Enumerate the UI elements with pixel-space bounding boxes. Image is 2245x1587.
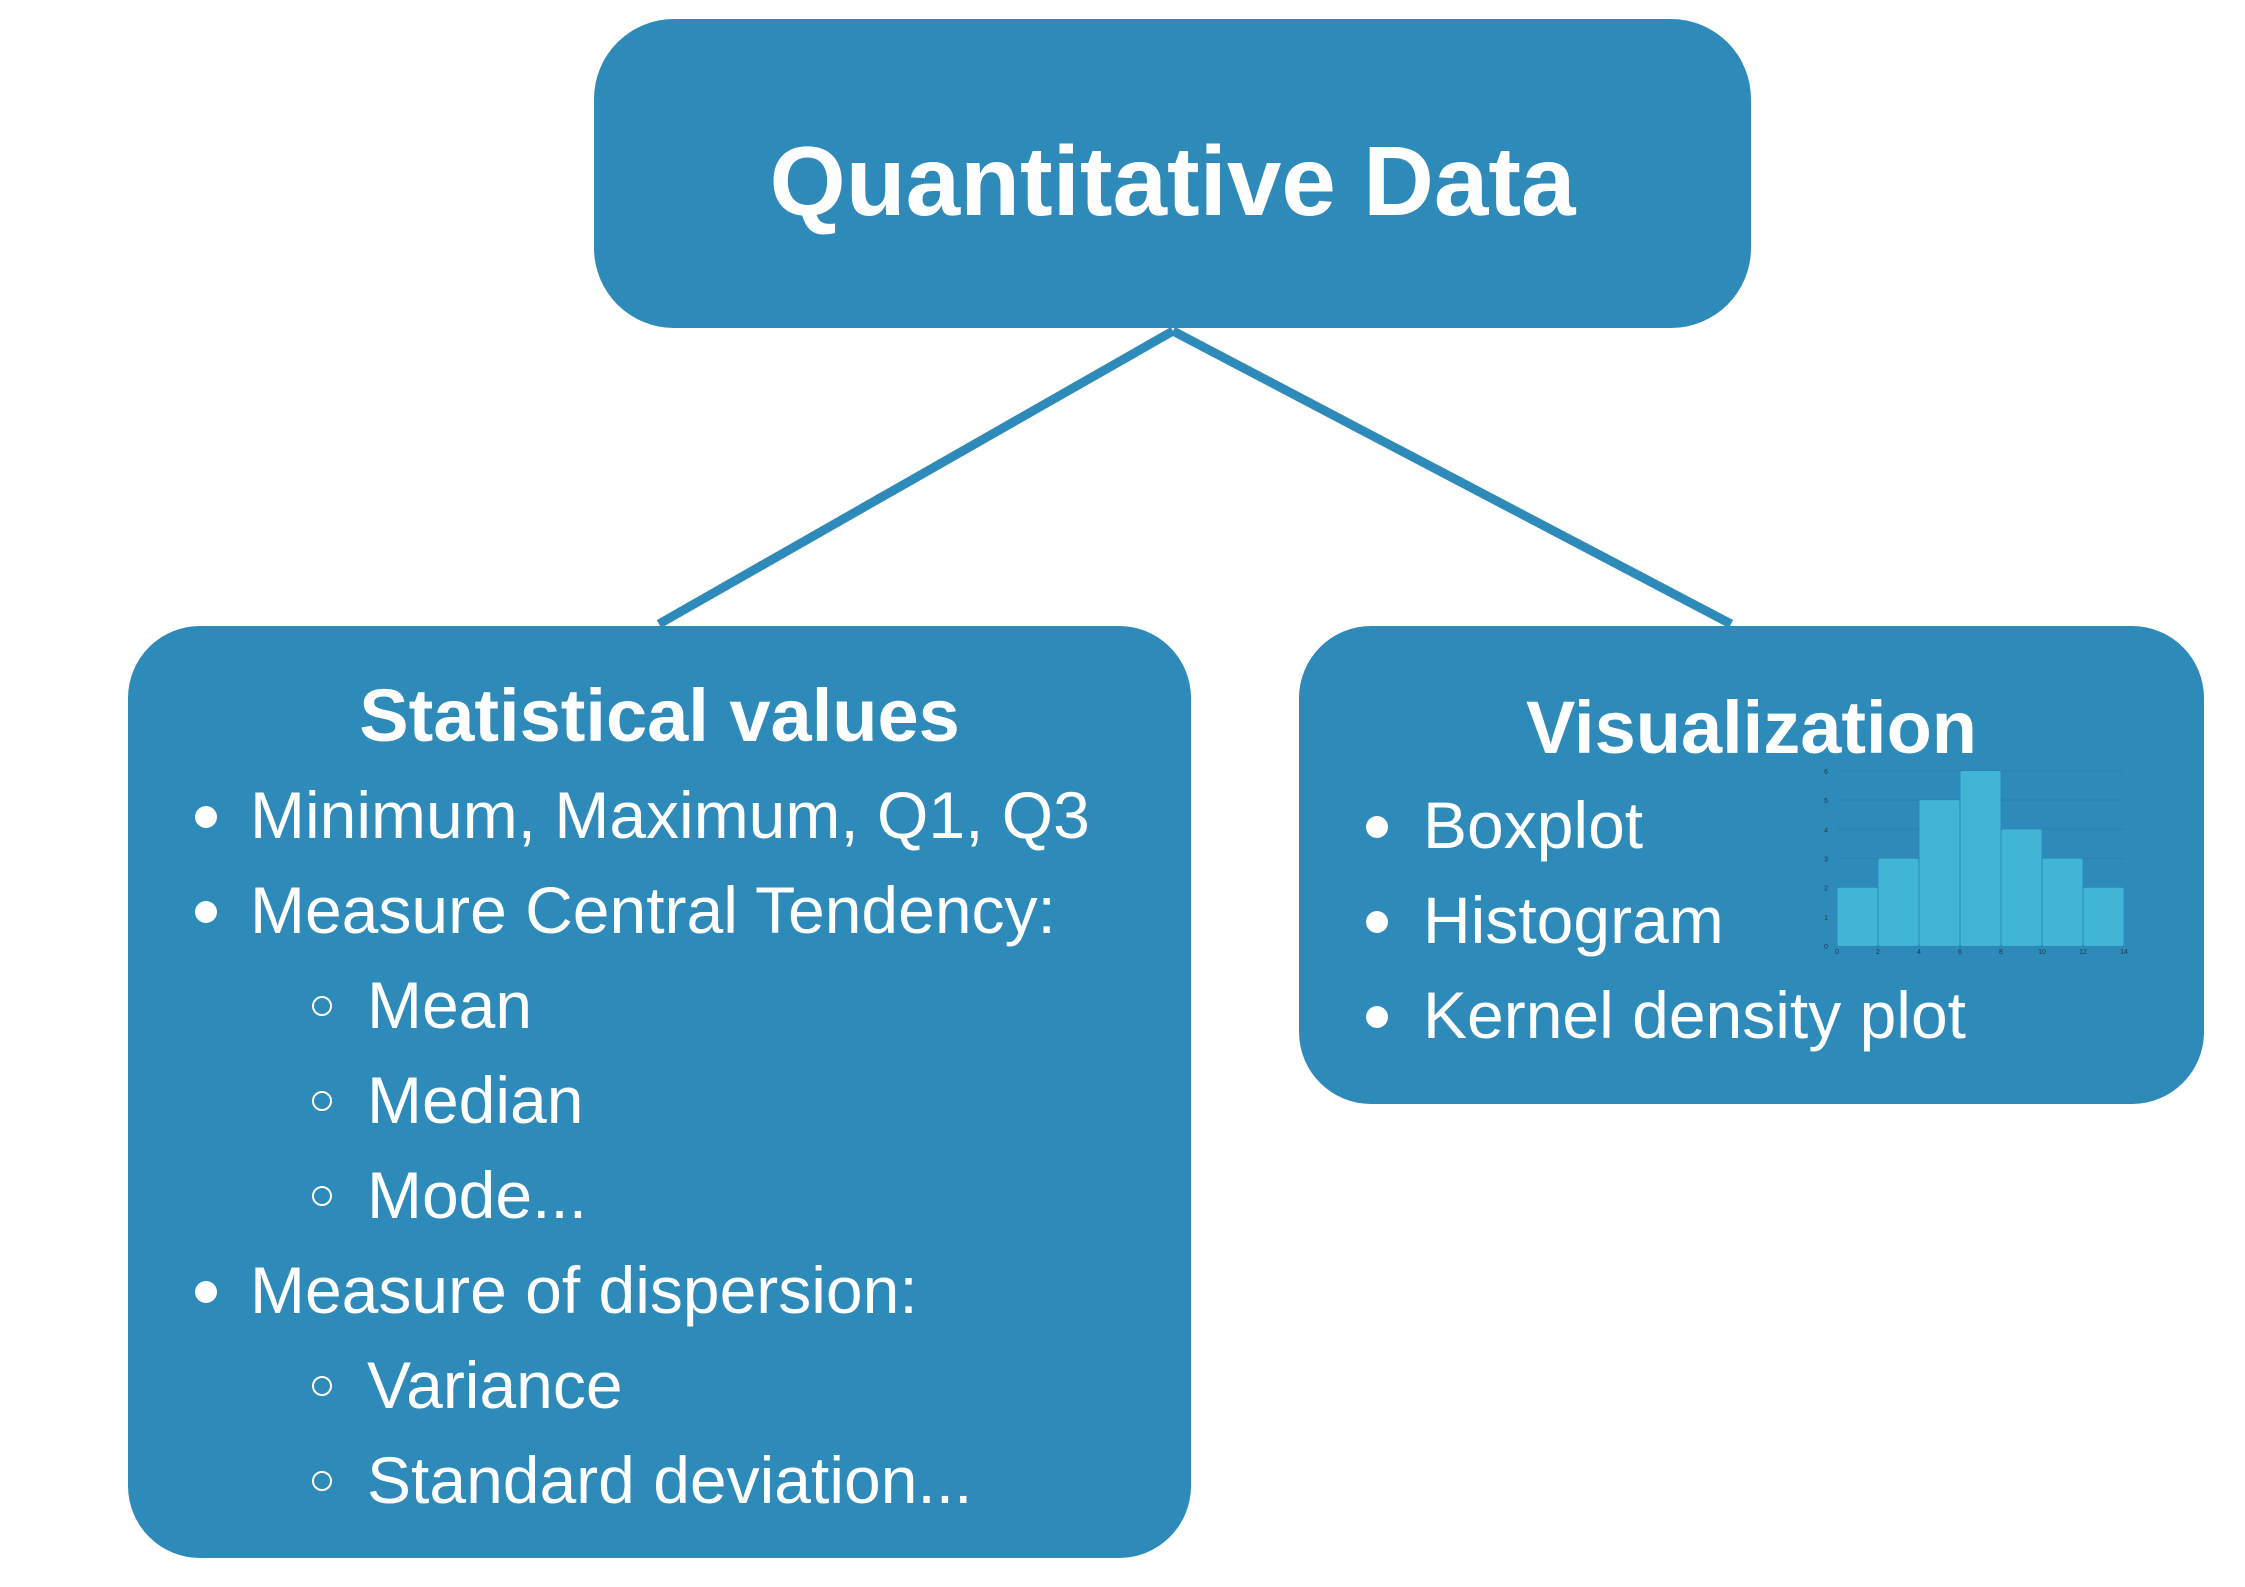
y-tick-label: 6 xyxy=(1824,769,1828,776)
sub-bullet-icon xyxy=(312,1186,332,1206)
list-item: Boxplot xyxy=(1423,788,1644,862)
bullet-icon xyxy=(195,806,217,828)
histogram-bar xyxy=(2042,858,2083,946)
histogram-bar xyxy=(1878,858,1919,946)
histogram-bar xyxy=(1960,771,2001,946)
statistical-title: Statistical values xyxy=(359,674,960,757)
bullet-icon xyxy=(1366,1006,1388,1028)
connector-to-visualization xyxy=(1170,327,1734,628)
x-tick-label: 2 xyxy=(1876,949,1880,956)
x-tick-label: 10 xyxy=(2038,949,2046,956)
list-item: Mean xyxy=(367,968,533,1042)
sub-bullet-icon xyxy=(312,1471,332,1491)
y-tick-label: 0 xyxy=(1824,944,1828,951)
y-tick-label: 2 xyxy=(1824,886,1828,893)
histogram-bar xyxy=(1919,800,1960,946)
connector-to-statistical xyxy=(656,327,1176,628)
visualization-title: Visualization xyxy=(1526,686,1977,769)
x-tick-label: 6 xyxy=(1958,949,1962,956)
x-tick-label: 4 xyxy=(1917,949,1921,956)
y-tick-label: 5 xyxy=(1824,798,1828,805)
list-item: Median xyxy=(367,1063,584,1137)
x-tick-label: 14 xyxy=(2120,949,2128,956)
root-node: Quantitative Data xyxy=(594,19,1751,328)
list-item: Variance xyxy=(367,1348,623,1422)
root-title: Quantitative Data xyxy=(769,126,1576,236)
bullet-icon xyxy=(195,901,217,923)
x-tick-label: 8 xyxy=(1999,949,2003,956)
sub-bullet-icon xyxy=(312,996,332,1016)
y-tick-label: 3 xyxy=(1824,857,1828,864)
list-item: Measure of dispersion: xyxy=(250,1253,918,1327)
x-tick-label: 0 xyxy=(1835,949,1839,956)
sub-bullet-icon xyxy=(312,1091,332,1111)
histogram-bar xyxy=(2083,887,2124,946)
x-tick-label: 12 xyxy=(2079,949,2087,956)
bullet-icon xyxy=(1366,816,1388,838)
list-item: Mode... xyxy=(367,1158,588,1232)
histogram-bar xyxy=(2001,829,2042,946)
list-item: Minimum, Maximum, Q1, Q3 xyxy=(250,778,1090,852)
bullet-icon xyxy=(1366,911,1388,933)
bullet-icon xyxy=(195,1281,217,1303)
y-tick-label: 4 xyxy=(1824,827,1828,834)
histogram-bar xyxy=(1837,887,1878,946)
list-item: Histogram xyxy=(1423,883,1724,957)
list-item: Standard deviation... xyxy=(367,1443,973,1517)
list-item: Measure Central Tendency: xyxy=(250,873,1056,947)
y-tick-label: 1 xyxy=(1824,915,1828,922)
sub-bullet-icon xyxy=(312,1376,332,1396)
list-item: Kernel density plot xyxy=(1423,978,1966,1052)
statistical-values-node: Statistical values Minimum, Maximum, Q1,… xyxy=(128,626,1191,1558)
